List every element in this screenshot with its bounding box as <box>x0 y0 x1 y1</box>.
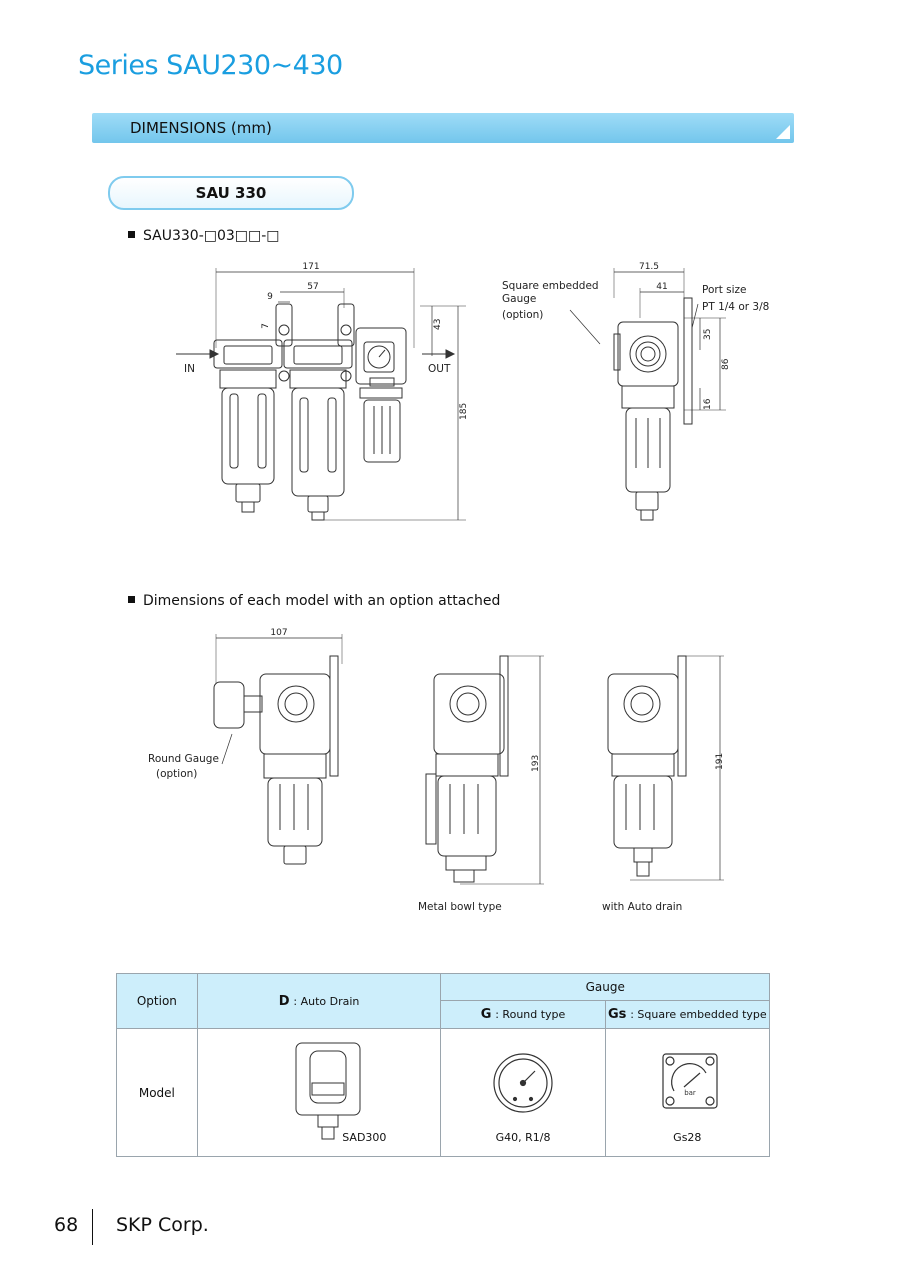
g-model-name: G40, R1/8 <box>495 1131 551 1144</box>
option-header: Option <box>116 973 198 1029</box>
gs-desc: : Square embedded type <box>630 1008 767 1021</box>
dim-7: 7 <box>261 323 271 329</box>
d-desc: : Auto Drain <box>293 994 360 1008</box>
bullet-square-icon <box>128 231 135 238</box>
drawing1-heading: SAU330-□03□□-□ <box>128 228 280 244</box>
drawing1-heading-text: SAU330-□03□□-□ <box>143 228 280 244</box>
auto-drain-icon <box>295 1042 361 1140</box>
footer-divider <box>92 1209 93 1245</box>
drawing2-heading-text: Dimensions of each model with an option … <box>143 593 501 609</box>
d-model-name: SAD300 <box>342 1131 387 1144</box>
model-title: SAU 330 <box>195 184 267 202</box>
auto-drain-label: with Auto drain <box>602 901 682 913</box>
gs-code: Gs <box>607 1007 627 1022</box>
bar-label: bar <box>684 1089 696 1097</box>
drawing1-views: 171 57 9 7 43 185 IN OUT 71.5 41 35 86 1… <box>176 262 769 521</box>
gauge-label-1: Square embedded <box>502 280 599 292</box>
section-title: DIMENSIONS (mm) <box>130 119 272 137</box>
corner-triangle-icon <box>776 125 790 139</box>
dim-side-41: 41 <box>656 282 667 292</box>
port-label-1: Port size <box>702 284 747 296</box>
bullet-square-icon <box>128 596 135 603</box>
dim-107: 107 <box>270 628 287 638</box>
page-number: 68 <box>54 1214 79 1236</box>
label-out: OUT <box>428 363 451 375</box>
model-title-pill: SAU 330 <box>108 176 354 210</box>
gauge-label-2: Gauge <box>502 293 536 305</box>
dim-side-86: 86 <box>721 358 731 370</box>
dim-43: 43 <box>433 319 443 330</box>
gauge-header: Gauge <box>440 973 770 1001</box>
g-header: G : Round type <box>440 1000 606 1029</box>
d-code: D <box>278 993 290 1009</box>
gs-header: Gs : Square embedded type <box>604 1000 771 1029</box>
dim-overall-height: 185 <box>459 403 469 420</box>
round-gauge-label-1: Round Gauge <box>148 753 219 765</box>
drawing2-heading: Dimensions of each model with an option … <box>128 593 500 609</box>
option-table: Option D : Auto Drain Gauge G : Round ty… <box>116 973 771 1157</box>
dim-side-35: 35 <box>703 329 713 340</box>
round-gauge-label-2: (option) <box>156 768 197 780</box>
section-header: DIMENSIONS (mm) <box>92 113 794 143</box>
dim-9: 9 <box>267 292 273 302</box>
g-model-cell: G40, R1/8 <box>440 1028 606 1157</box>
d-header: D : Auto Drain <box>196 973 442 1029</box>
metal-bowl-label: Metal bowl type <box>418 901 502 913</box>
dim-193: 193 <box>531 755 541 772</box>
g-desc: : Round type <box>495 1008 566 1021</box>
round-gauge-icon <box>493 1053 554 1113</box>
gs-model-name: Gs28 <box>673 1131 702 1144</box>
dim-57: 57 <box>307 282 318 292</box>
model-header: Model <box>116 1028 198 1157</box>
port-label-2: PT 1/4 or 3/8 <box>702 301 769 313</box>
company-name: SKP Corp. <box>116 1214 209 1236</box>
gs-model-cell: bar Gs28 <box>604 1028 771 1157</box>
gauge-label-3: (option) <box>502 309 543 321</box>
dim-overall-width: 171 <box>302 262 319 272</box>
page-title: Series SAU230~430 <box>78 50 343 81</box>
dim-side-width: 71.5 <box>639 262 659 272</box>
drawing2-views: 107 193 191 Round Gauge (option) Metal b… <box>148 628 725 913</box>
label-in: IN <box>184 363 195 375</box>
dim-side-16: 16 <box>703 398 713 410</box>
g-code: G <box>480 1007 492 1022</box>
square-gauge-icon: bar <box>662 1053 718 1109</box>
d-model-cell: SAD300 <box>196 1028 442 1157</box>
dim-191: 191 <box>715 753 725 770</box>
